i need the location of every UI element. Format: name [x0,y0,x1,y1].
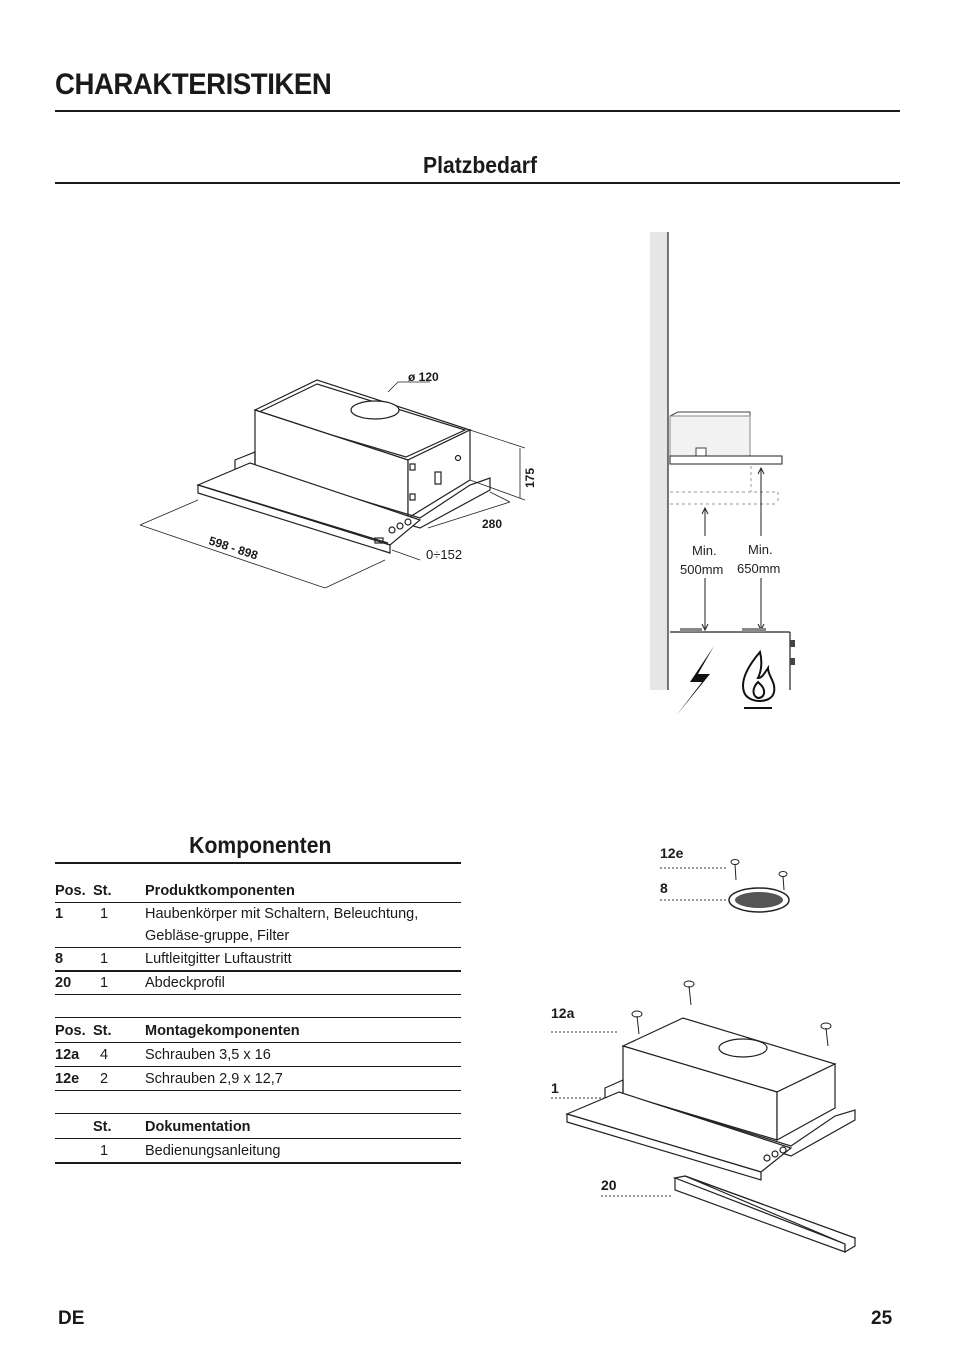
table-row: 12a 4 Schrauben 3,5 x 16 [55,1044,461,1067]
table-row: 1 1 Haubenkörper mit Schaltern, Beleucht… [55,903,461,948]
table-row: 20 1 Abdeckprofil [55,972,461,995]
electric-hob-icon [676,646,714,716]
min-650-label-a: Min. [748,542,773,557]
title-rule [55,110,900,112]
section-komponenten-title: Komponenten [189,832,332,858]
table-spacer [55,995,461,1018]
table-header-products: Pos. St. Produktkomponenten [55,880,461,903]
cover-profile [672,1175,857,1254]
dim-duct-label: ø 120 [408,370,439,384]
dim-height-label: 175 [523,468,537,488]
page-title: CHARAKTERISTIKEN [55,68,332,101]
label-12a: 12a [551,1005,575,1021]
dim-depth-label: 280 [482,517,502,531]
table-spacer [55,1091,461,1114]
min-650-label-b: 650mm [737,561,780,576]
table-row: 12e 2 Schrauben 2,9 x 12,7 [55,1068,461,1091]
dim-width-label: 598 - 898 [207,534,260,563]
komponenten-rule [55,862,461,864]
min-500-label-b: 500mm [680,562,723,577]
hood-dimension-drawing: ø 120 175 280 598 - 898 0÷152 [139,370,537,589]
footer-page-number: 25 [871,1308,893,1329]
table-row: 1 Bedienungsanleitung [55,1140,461,1164]
section-platzbedarf-title: Platzbedarf [422,152,538,178]
label-20: 20 [601,1177,617,1193]
gas-hob-flame-icon [742,649,776,709]
label-1: 1 [551,1080,559,1096]
label-12e: 12e [660,845,684,861]
min-500-label-a: Min. [692,543,717,558]
table-row: 8 1 Luftleitgitter Luftaustritt [55,948,461,972]
installation-side-drawing: Min. 500mm Min. 650mm [650,232,795,716]
table-header-mounting: Pos. St. Montagekomponenten [55,1020,461,1043]
dim-extension-label: 0÷152 [426,547,462,562]
exploded-components-drawing: 12e 8 12a 1 20 [551,845,857,1254]
platzbedarf-rule [55,182,900,184]
table-header-documentation: St. Dokumentation [55,1116,461,1139]
label-8: 8 [660,880,668,896]
components-table: Pos. St. Produktkomponenten 1 1 Haubenkö… [55,880,461,1164]
footer-language: DE [58,1308,85,1329]
